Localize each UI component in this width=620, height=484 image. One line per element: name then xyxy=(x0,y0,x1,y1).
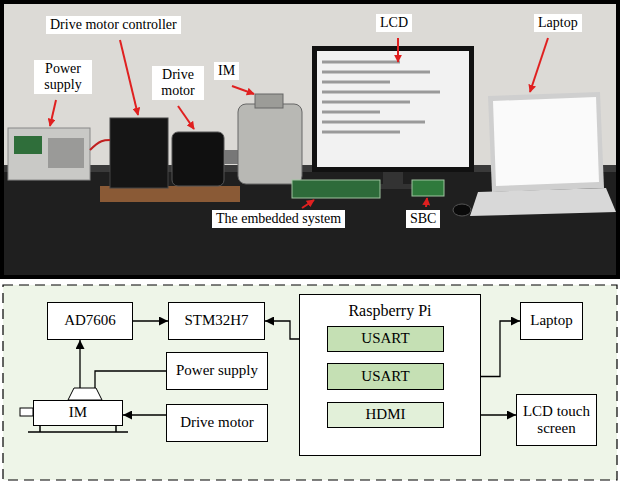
drive-motor-body xyxy=(172,132,224,186)
lcd-monitor-bezel xyxy=(312,46,474,172)
callout-label: IM xyxy=(214,62,239,80)
motor-shaft-symbol xyxy=(20,408,33,416)
leader-arrow xyxy=(232,86,254,94)
connector xyxy=(95,371,166,400)
lab-wall xyxy=(4,4,616,275)
leader-arrow xyxy=(397,38,399,62)
leader-arrow xyxy=(178,106,194,129)
callout-label: Drive motor controller xyxy=(46,16,181,34)
leader-arrow xyxy=(530,38,548,92)
node-text: Laptop xyxy=(530,312,573,329)
power-supply-unit xyxy=(8,128,90,180)
power-supply-panel xyxy=(48,138,84,168)
device-box: Drive motor xyxy=(166,404,268,442)
node-text: USART xyxy=(361,368,409,385)
connector xyxy=(123,414,166,415)
dashed-panel xyxy=(3,285,617,480)
callout-label: The embedded system xyxy=(212,210,345,228)
callout-label: SBC xyxy=(406,210,440,228)
embedded-board xyxy=(292,180,380,198)
laptop-base xyxy=(470,188,616,216)
callout-label: Drive motor xyxy=(152,66,204,100)
device-box: LCD touch screen xyxy=(516,394,597,446)
lcd-screen xyxy=(317,51,469,167)
callout-label: LCD xyxy=(376,14,412,32)
node-text: HDMI xyxy=(366,406,406,423)
device-box: Laptop xyxy=(520,302,583,340)
device-box: Power supply xyxy=(166,352,268,390)
port-box: HDMI xyxy=(327,402,444,428)
leader-arrow xyxy=(50,100,56,126)
port-box: USART xyxy=(327,363,444,390)
leader-arrow xyxy=(120,40,138,115)
sbc-container: Raspberry Pi USART USART HDMI xyxy=(299,294,481,456)
motor-controller xyxy=(110,118,168,188)
node-text: STM32H7 xyxy=(184,312,248,329)
photo-frame xyxy=(0,0,620,279)
adc-box: AD7606 xyxy=(47,302,133,340)
power-cable xyxy=(90,140,110,150)
leader-arrow xyxy=(302,200,314,208)
induction-motor xyxy=(238,104,302,184)
laptop-lid xyxy=(488,92,604,192)
monitor-stand xyxy=(383,172,403,184)
laptop-screen xyxy=(493,97,599,186)
screen-code-lines xyxy=(322,62,440,132)
mouse xyxy=(453,204,471,216)
node-text: USART xyxy=(361,330,409,347)
power-supply-display xyxy=(14,136,42,154)
connector xyxy=(133,320,168,321)
motor-terminal-symbol xyxy=(68,388,102,400)
callout-label: Power supply xyxy=(34,60,92,94)
node-text: Drive motor xyxy=(180,414,254,431)
port-box: USART xyxy=(327,326,444,352)
mcu-box: STM32H7 xyxy=(168,302,265,340)
terminal-box xyxy=(255,94,283,108)
sbc-board xyxy=(412,180,444,196)
motor-box: IM xyxy=(33,400,123,426)
node-text: Power supply xyxy=(176,362,258,379)
node-text: AD7606 xyxy=(64,312,116,329)
callout-label: Laptop xyxy=(534,14,582,32)
node-text: LCD touch screen xyxy=(517,403,596,438)
node-text: IM xyxy=(69,404,87,421)
node-text: Raspberry Pi xyxy=(348,302,431,320)
leader-arrow xyxy=(426,198,427,207)
motor-base-symbol xyxy=(28,426,128,432)
shaft-coupling xyxy=(224,150,238,164)
